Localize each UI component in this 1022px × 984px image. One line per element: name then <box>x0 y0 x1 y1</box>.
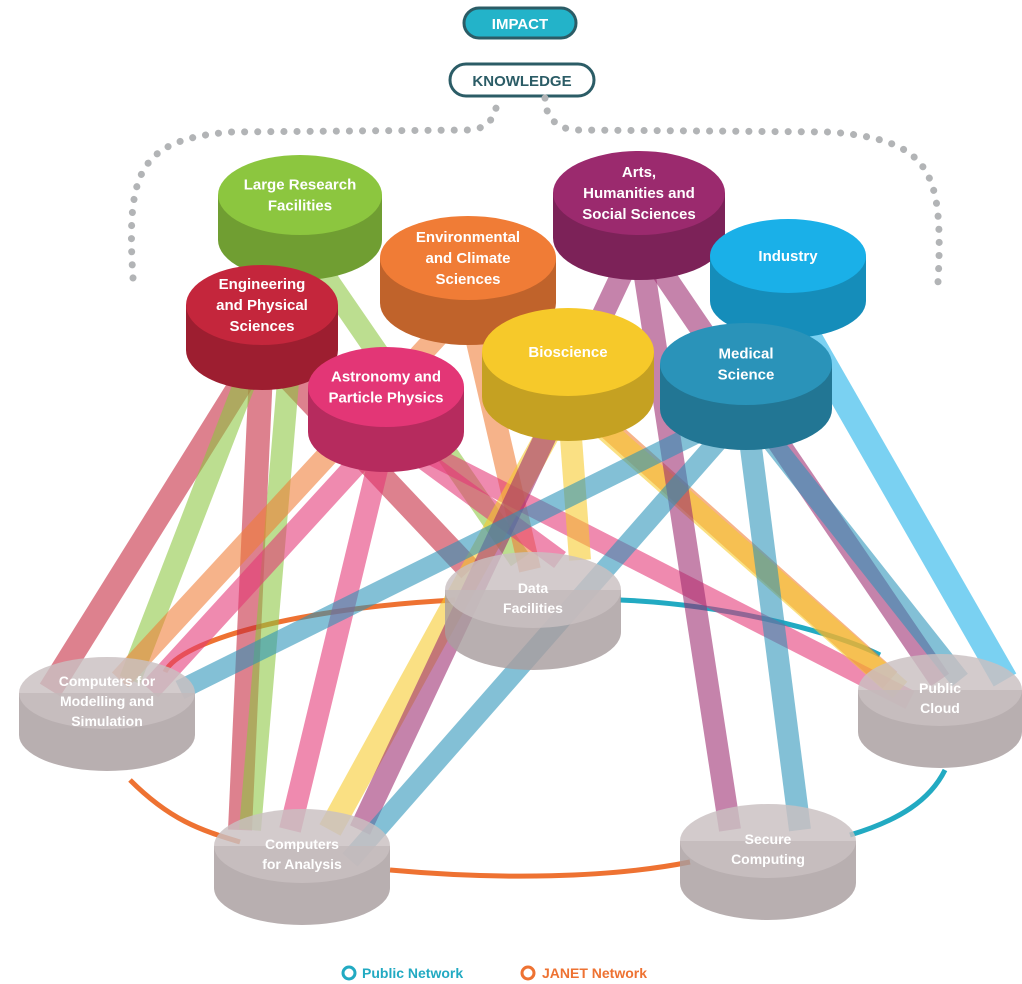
janet-network-swatch <box>520 965 536 981</box>
discipline-node-industry: Industry <box>710 219 866 338</box>
cylinder-top <box>858 654 1022 726</box>
node-label-line: Facilities <box>503 600 563 616</box>
cylinder-top <box>680 804 856 878</box>
cylinder-top <box>308 347 464 427</box>
band-medical <box>735 407 811 832</box>
impact-label: IMPACT <box>492 16 548 33</box>
node-label-line: Sciences <box>435 271 500 288</box>
band-bioscience <box>560 388 908 699</box>
legend: Public Network JANET Network <box>341 965 647 981</box>
discipline-node-bioscience: Bioscience <box>482 308 654 441</box>
impact-pill: IMPACT <box>462 6 578 40</box>
node-label-line: Social Sciences <box>582 206 695 223</box>
cylinder-top <box>214 809 390 883</box>
node-label-line: Simulation <box>71 713 143 729</box>
ring-janet-analysis-secure <box>389 859 691 879</box>
node-label-line: Astronomy and <box>331 369 441 386</box>
node-label-line: Humanities and <box>583 185 695 202</box>
legend-item-janet-network: JANET Network <box>520 965 647 981</box>
cylinder-top <box>482 308 654 396</box>
dotted-bracket <box>127 94 943 286</box>
node-label-line: Facilities <box>268 198 332 215</box>
band-astronomy <box>279 429 397 833</box>
node-label-line: for Analysis <box>262 856 342 872</box>
cylinder-top <box>553 151 725 235</box>
node-label-line: Sciences <box>229 318 294 335</box>
legend-label-janet-network: JANET Network <box>542 965 647 981</box>
node-label-line: Particle Physics <box>328 390 443 407</box>
cylinder-top <box>660 323 832 405</box>
node-label-line: Secure <box>745 831 792 847</box>
band-astronomy <box>141 424 395 698</box>
node-label-line: Computers for <box>59 673 156 689</box>
node-label-line: Engineering <box>219 276 306 293</box>
band-arts <box>628 236 741 832</box>
legend-item-public-network: Public Network <box>341 965 463 981</box>
node-label-line: Cloud <box>920 700 960 716</box>
legend-label-public-network: Public Network <box>362 965 463 981</box>
node-label-line: Bioscience <box>528 344 607 361</box>
cylinder-top <box>186 265 338 345</box>
public-network-swatch <box>341 965 357 981</box>
cylinder-top <box>710 219 866 293</box>
node-label-line: and Climate <box>425 250 510 267</box>
node-label-line: Computers <box>265 836 339 852</box>
node-label-line: Science <box>718 367 775 384</box>
node-label-line: Arts, <box>622 164 656 181</box>
knowledge-label: KNOWLEDGE <box>472 73 571 90</box>
band-medical <box>738 402 968 687</box>
node-label-line: Medical <box>718 346 773 363</box>
cylinder-top <box>380 216 556 300</box>
node-label-line: Large Research <box>244 177 357 194</box>
band-medical <box>175 400 751 699</box>
cylinder-top <box>19 657 195 729</box>
cylinder-top <box>218 155 382 235</box>
cylinder-top <box>445 552 621 628</box>
node-label-line: Data <box>518 580 549 596</box>
infra-node-analysis: Computers for Analysis <box>214 809 390 925</box>
node-label-line: Computing <box>731 851 805 867</box>
band-astronomy <box>381 423 915 709</box>
node-label-line: and Physical <box>216 297 308 314</box>
node-label-line: Public <box>919 680 961 696</box>
node-label-line: Environmental <box>416 229 520 246</box>
node-label-line: Industry <box>758 248 818 265</box>
node-label-line: Modelling and <box>60 693 154 709</box>
ring-public-cloud-secure <box>849 768 948 838</box>
knowledge-pill: KNOWLEDGE <box>448 62 596 98</box>
